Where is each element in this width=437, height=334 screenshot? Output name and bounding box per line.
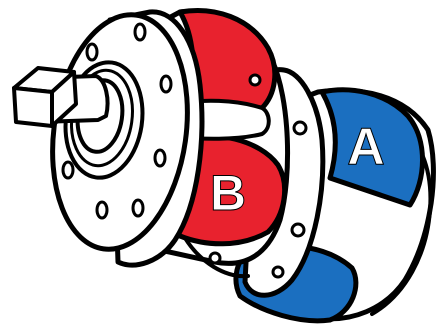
rotor-a-label: A bbox=[347, 118, 385, 176]
bolt-hole-2 bbox=[87, 44, 97, 60]
bolt-hole-1 bbox=[135, 24, 145, 40]
bolt-hole-3 bbox=[161, 76, 171, 92]
drive-shaft bbox=[14, 68, 108, 126]
bolt-hole-5 bbox=[133, 200, 143, 216]
middle-rim-hole-2 bbox=[250, 75, 260, 85]
front-flange bbox=[38, 6, 202, 265]
shaft-end-side bbox=[14, 88, 52, 126]
middle-disc-hole-2 bbox=[292, 224, 304, 236]
middle-rim-hole-1 bbox=[210, 253, 220, 263]
rotor-b-label: B bbox=[210, 165, 246, 221]
middle-disc-hole-3 bbox=[273, 267, 283, 277]
bolt-hole-4 bbox=[155, 150, 165, 166]
middle-disc-hole-1 bbox=[294, 122, 306, 134]
bolt-hole-7 bbox=[63, 162, 73, 178]
bolt-hole-6 bbox=[97, 202, 107, 218]
